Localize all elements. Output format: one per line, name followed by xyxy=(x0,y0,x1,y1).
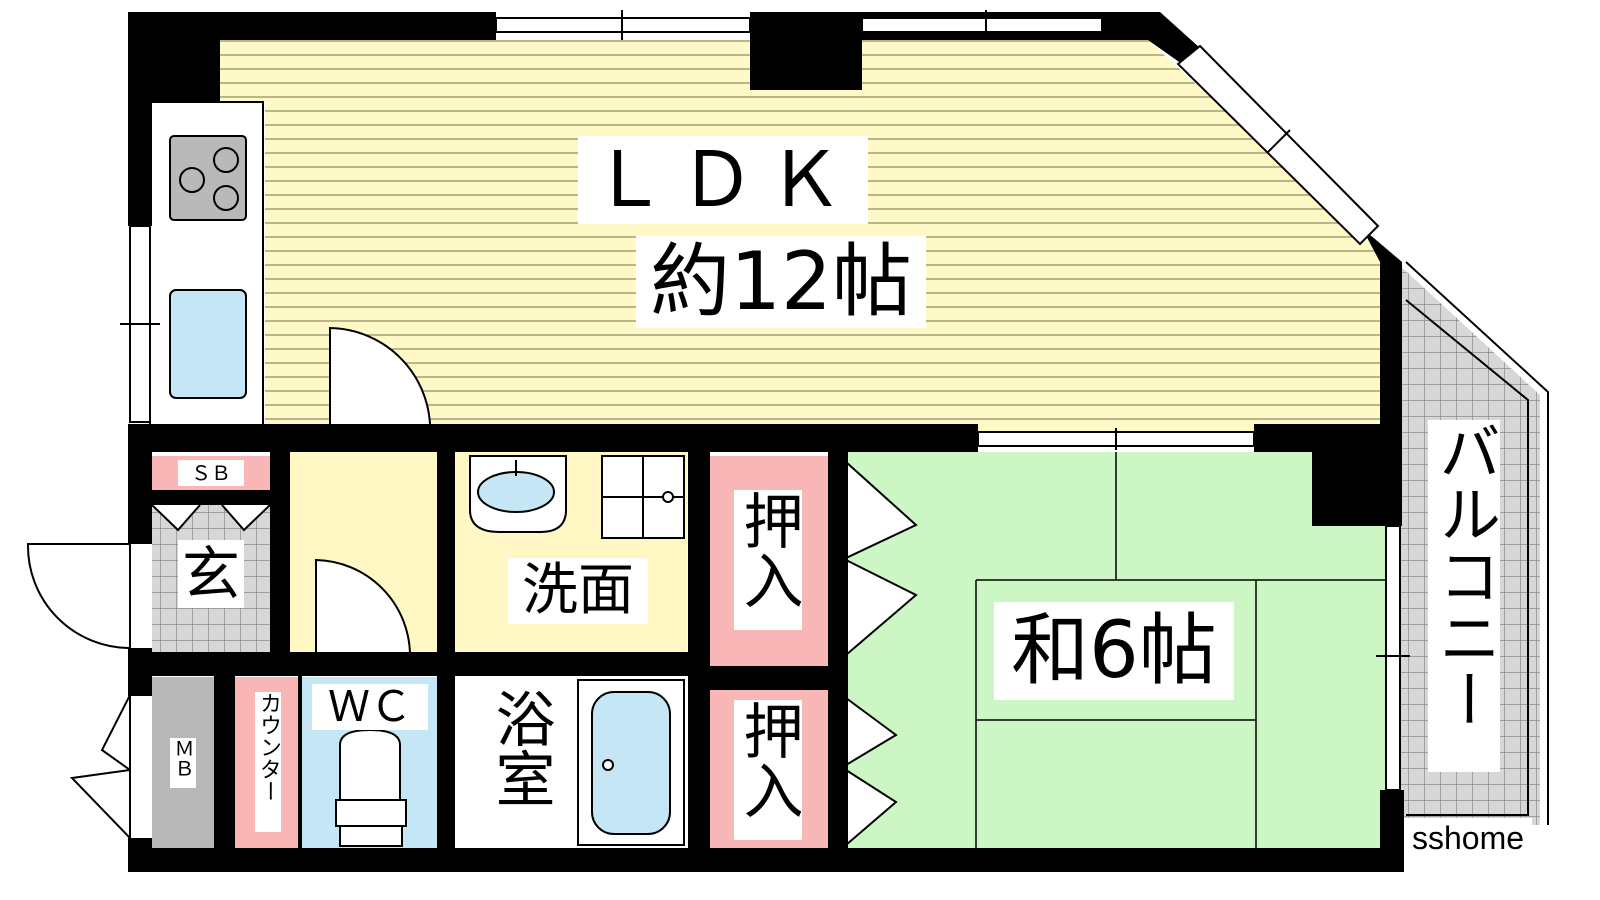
ldk-size-label: 約12帖 xyxy=(636,236,926,328)
mb-label: ＭＢ xyxy=(170,738,196,788)
oshiire-bottom-label: 押入 xyxy=(733,700,803,840)
toilet xyxy=(335,728,407,847)
genkan-label: 玄 xyxy=(178,540,244,608)
watermark-text: sshome xyxy=(1404,818,1532,858)
ldk-name-label: ＬＤＫ xyxy=(578,136,868,224)
door-swings xyxy=(26,326,918,848)
wc-label: ＷＣ xyxy=(312,684,428,730)
balcony-label: バルコニー xyxy=(1428,420,1501,772)
counter-label: カウンター xyxy=(255,692,281,832)
kitchen-counter xyxy=(149,101,264,433)
bathtub xyxy=(577,679,685,846)
senmen-label: 洗面 xyxy=(508,558,648,624)
washer-pan xyxy=(601,455,685,539)
sb-label: ＳＢ xyxy=(178,460,244,486)
yokushitsu-label: 浴室 xyxy=(484,688,556,830)
walls xyxy=(128,12,1404,872)
kitchen-sink xyxy=(169,289,247,399)
windows xyxy=(120,10,1410,791)
oshiire-top-label: 押入 xyxy=(733,490,803,630)
stove xyxy=(169,135,247,221)
washbasin xyxy=(469,455,567,533)
washitsu-label: 和6帖 xyxy=(994,602,1234,700)
